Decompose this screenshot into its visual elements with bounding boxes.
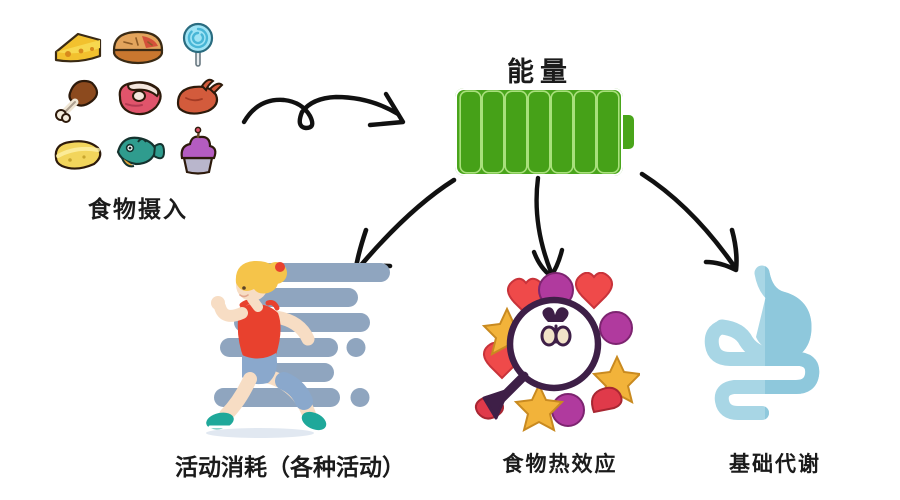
arrow-food-to-energy-icon <box>241 91 406 131</box>
thermic-effect-label: 食物热效应 <box>502 452 618 476</box>
activity-label: 活动消耗（各种活动） <box>175 455 405 481</box>
fish-icon <box>108 124 168 177</box>
basal-metabolism-label: 基础代谢 <box>729 452 821 476</box>
battery-cell <box>597 92 618 172</box>
battery-cell <box>574 92 595 172</box>
steak-icon <box>108 71 168 124</box>
running-woman-icon <box>180 255 395 445</box>
battery-cell <box>460 92 481 172</box>
battery-terminal <box>621 115 634 149</box>
food-grid-icon <box>48 18 228 178</box>
cheese-wedge-icon <box>48 18 108 71</box>
pie-icon <box>108 18 168 71</box>
lollipop-icon <box>168 18 228 71</box>
battery-cell <box>529 92 549 172</box>
battery-cell <box>551 92 572 172</box>
arrow-energy-to-thermic-icon <box>531 175 565 279</box>
roast-chicken-icon <box>168 71 228 124</box>
battery-icon <box>455 88 635 176</box>
chicken-drumstick-icon <box>48 71 108 124</box>
battery-cell <box>483 92 504 172</box>
energy-label: 能量 <box>507 57 573 88</box>
food-intake-node <box>48 18 228 188</box>
cupcake-icon <box>168 124 228 177</box>
battery-cells <box>459 92 619 172</box>
arrow-energy-to-basal-icon <box>639 171 739 273</box>
magnifier-candy-icon <box>470 271 643 432</box>
food-intake-label: 食物摄入 <box>88 197 188 223</box>
stomach-intestine-icon <box>700 265 830 430</box>
potato-icon <box>48 124 108 177</box>
battery-cell <box>506 92 527 172</box>
